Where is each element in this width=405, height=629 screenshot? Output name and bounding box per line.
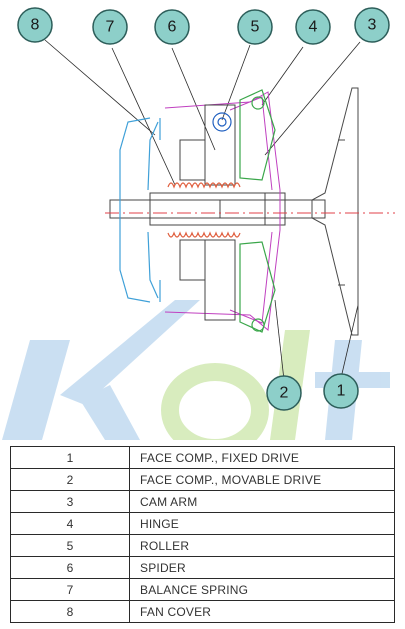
fixed-drive-face (311, 87, 359, 336)
part-name: FACE COMP., MOVABLE DRIVE (129, 468, 395, 491)
callout-label: 6 (168, 19, 177, 36)
table-row: 4 HINGE (10, 512, 395, 535)
table-row: 3 CAM ARM (10, 490, 395, 513)
callout-label: 7 (106, 19, 115, 36)
table-row: 5 ROLLER (10, 534, 395, 557)
part-number: 7 (10, 578, 130, 601)
parts-list-table: 1 FACE COMP., FIXED DRIVE 2 FACE COMP., … (10, 446, 395, 623)
part-number: 3 (10, 490, 130, 513)
callout-label: 4 (309, 19, 318, 36)
part-name: SPIDER (129, 556, 395, 579)
callout-label: 8 (31, 17, 40, 34)
part-name: HINGE (129, 512, 395, 535)
callout-label: 1 (337, 383, 346, 400)
table-row: 1 FACE COMP., FIXED DRIVE (10, 446, 395, 469)
callout-6: 6 (154, 9, 190, 45)
callout-label: 2 (280, 385, 289, 402)
callout-label: 5 (251, 19, 260, 36)
table-row: 2 FACE COMP., MOVABLE DRIVE (10, 468, 395, 491)
part-name: FAN COVER (129, 600, 395, 623)
callout-8: 8 (17, 7, 53, 43)
spider (179, 104, 236, 321)
leader-lines (44, 39, 361, 381)
part-number: 5 (10, 534, 130, 557)
table-row: 6 SPIDER (10, 556, 395, 579)
hinge (251, 96, 265, 332)
cam-arm (239, 89, 276, 333)
part-name: BALANCE SPRING (129, 578, 395, 601)
part-name: ROLLER (129, 534, 395, 557)
keit-watermark (2, 300, 390, 440)
part-name: CAM ARM (129, 490, 395, 513)
callout-5: 5 (237, 9, 273, 45)
shaft (109, 192, 326, 226)
callout-1: 1 (323, 373, 359, 409)
roller (212, 112, 232, 132)
callout-7: 7 (92, 9, 128, 45)
part-number: 4 (10, 512, 130, 535)
callout-4: 4 (295, 9, 331, 45)
part-number: 8 (10, 600, 130, 623)
callout-2: 2 (266, 375, 302, 411)
clutch-assembly-diagram: 8 7 6 5 4 3 2 1 (2, 7, 395, 440)
part-number: 6 (10, 556, 130, 579)
callout-label: 3 (368, 17, 377, 34)
part-number: 2 (10, 468, 130, 491)
part-name: FACE COMP., FIXED DRIVE (129, 446, 395, 469)
movable-drive-face (164, 91, 281, 331)
fan-cover (119, 117, 161, 303)
callout-3: 3 (354, 7, 390, 43)
balance-spring (167, 182, 241, 238)
table-row: 8 FAN COVER (10, 600, 395, 623)
part-number: 1 (10, 446, 130, 469)
table-row: 7 BALANCE SPRING (10, 578, 395, 601)
